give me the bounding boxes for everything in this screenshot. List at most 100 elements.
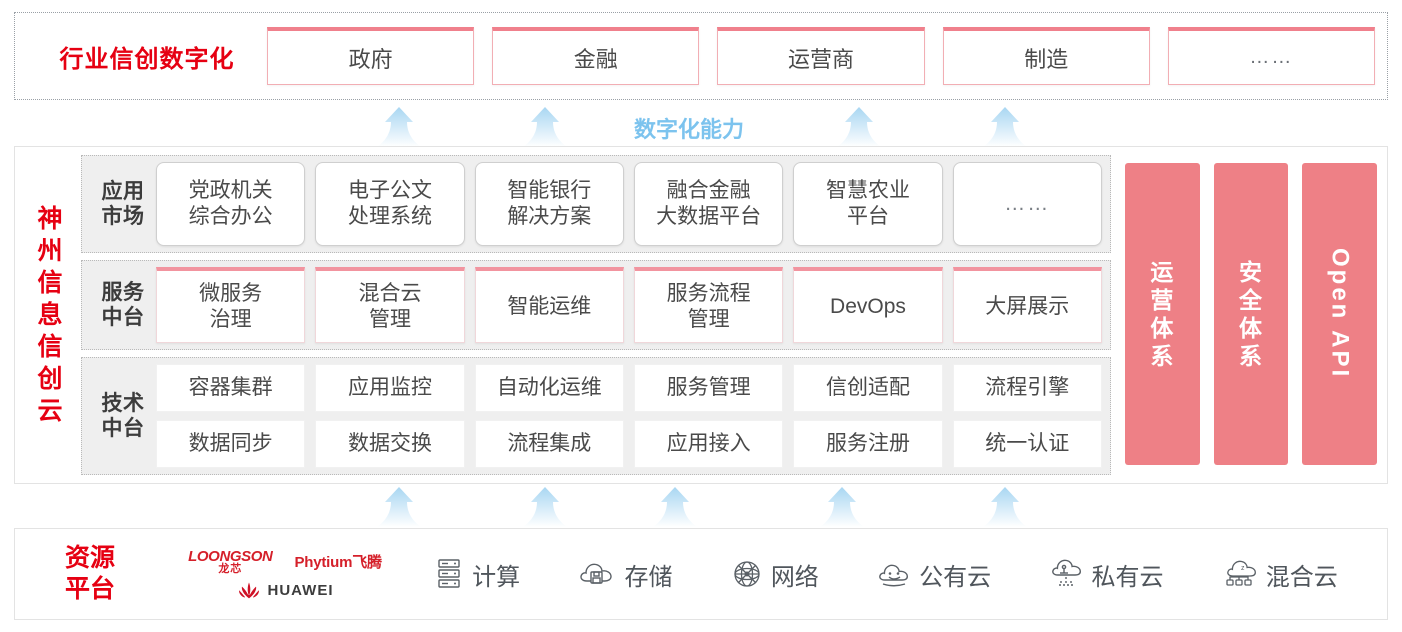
cloud-layer-list: 应用 市场 党政机关 综合办公 电子公文 处理系统 智能银行 — [81, 155, 1119, 475]
industry-box-manufacturing[interactable]: 制造 — [942, 27, 1150, 85]
pillar-char: 营 — [1150, 286, 1175, 313]
cell-line: 治理 — [209, 307, 252, 331]
industry-box-finance[interactable]: 金融 — [492, 27, 700, 85]
resource-item-storage[interactable]: 存储 — [578, 557, 672, 592]
cell-app-more[interactable]: …… — [952, 162, 1102, 246]
cell-line: 融合金融 — [666, 179, 751, 203]
cell-smart-agriculture[interactable]: 智慧农业 平台 — [793, 162, 943, 246]
resource-item-public-cloud[interactable]: 公有云 — [877, 557, 991, 592]
pillar-char: 体 — [1239, 315, 1263, 341]
cell-xinchuang-adaptation[interactable]: 信创适配 — [793, 364, 943, 412]
capability-label: 数字化能力 — [634, 117, 745, 142]
resource-item-private-cloud[interactable]: 私有云 — [1049, 557, 1163, 592]
cell-line: 平台 — [846, 205, 889, 228]
cell-automated-ops[interactable]: 自动化运维 — [474, 364, 624, 412]
server-icon — [434, 557, 464, 591]
huawei-logo: HUAWEI — [237, 582, 334, 600]
layer-label-app-market: 应用 市场 — [90, 179, 156, 229]
layer-label-service-platform: 服务 中台 — [90, 280, 156, 330]
pillar-operations-system[interactable]: 运 营 体 系 — [1125, 163, 1200, 465]
cloud-platform-panel: 神 州 信 息 信 创 云 应用 市场 党政机关 综合办公 — [14, 146, 1388, 484]
up-arrow-icon — [819, 486, 865, 528]
cell-devops[interactable]: DevOps — [793, 267, 943, 343]
cloud-title-char: 信 — [37, 333, 63, 361]
up-arrow-icon — [652, 486, 698, 528]
cell-service-mgmt[interactable]: 服务管理 — [633, 364, 784, 412]
pillar-open-api[interactable]: Open API — [1302, 163, 1378, 465]
industry-band: 行业信创数字化 政府 金融 运营商 制造 …… — [14, 12, 1388, 100]
vendor-logo-list: LOONGSON 龙芯 Phytium飞腾 — [165, 549, 405, 600]
resource-item-hybrid-cloud[interactable]: z 混合云 — [1222, 557, 1338, 592]
cell-govt-office[interactable]: 党政机关 综合办公 — [156, 162, 306, 246]
cell-line: 处理系统 — [347, 205, 432, 228]
pillar-char: 安 — [1239, 258, 1263, 285]
loongson-logo: LOONGSON 龙芯 — [188, 547, 273, 575]
cell-fintech-bigdata[interactable]: 融合金融 大数据平台 — [633, 162, 784, 246]
industry-box-more[interactable]: …… — [1167, 27, 1376, 85]
layer-service-platform: 服务 中台 微服务 治理 混合云 管理 智能运维 服务流程 — [81, 260, 1111, 350]
resource-item-list: 计算 存储 — [405, 557, 1387, 592]
resource-item-network[interactable]: 网络 — [731, 557, 819, 592]
cell-container-cluster[interactable]: 容器集群 — [156, 364, 306, 412]
loongson-logo-text: LOONGSON — [188, 547, 273, 565]
cell-smart-bank[interactable]: 智能银行 解决方案 — [474, 162, 624, 246]
up-arrow-icon — [376, 106, 422, 148]
private-cloud-icon — [1049, 559, 1083, 589]
layer-label-line: 技术 — [101, 391, 145, 415]
cell-service-registry[interactable]: 服务注册 — [793, 420, 943, 468]
up-arrow-icon — [522, 106, 568, 148]
pillar-security-system[interactable]: 安 全 体 系 — [1213, 163, 1289, 465]
cell-app-monitoring[interactable]: 应用监控 — [315, 364, 465, 412]
tech-platform-cells: 容器集群 应用监控 自动化运维 服务管理 信创适配 流程引擎 数据同步 数据交换… — [156, 364, 1102, 468]
up-arrow-icon — [522, 486, 568, 528]
cell-app-access[interactable]: 应用接入 — [633, 420, 784, 468]
vendor-logo-row-2: HUAWEI — [237, 582, 334, 600]
pillar-char: 系 — [1239, 343, 1263, 370]
up-arrow-icon — [982, 486, 1028, 528]
cell-service-process-mgmt[interactable]: 服务流程 管理 — [633, 267, 784, 343]
loongson-logo-subtext: 龙芯 — [218, 562, 243, 575]
cell-line: 大数据平台 — [656, 205, 762, 228]
cell-microservice-governance[interactable]: 微服务 治理 — [156, 267, 306, 343]
cell-data-sync[interactable]: 数据同步 — [156, 420, 306, 468]
cell-process-engine[interactable]: 流程引擎 — [952, 364, 1102, 412]
cell-process-integration[interactable]: 流程集成 — [474, 420, 624, 468]
cell-aiops[interactable]: 智能运维 — [474, 267, 624, 343]
layer-label-line: 中台 — [101, 417, 145, 440]
industry-box-government[interactable]: 政府 — [267, 27, 475, 85]
up-arrow-icon — [376, 486, 422, 528]
cell-line: 微服务 — [199, 281, 263, 305]
cell-unified-auth[interactable]: 统一认证 — [952, 420, 1102, 468]
cloud-storage-icon — [578, 559, 616, 589]
resource-item-label: 私有云 — [1091, 563, 1164, 591]
capability-arrow-strip-bottom — [14, 484, 1388, 528]
layer-label-line: 中台 — [101, 306, 145, 329]
cloud-title-char: 州 — [37, 237, 63, 265]
resource-item-compute[interactable]: 计算 — [434, 557, 520, 592]
cell-data-exchange[interactable]: 数据交换 — [315, 420, 465, 468]
tech-platform-row-2: 数据同步 数据交换 流程集成 应用接入 服务注册 统一认证 — [156, 420, 1102, 468]
industry-band-title: 行业信创数字化 — [59, 45, 235, 73]
layer-label-line: 应用 — [101, 179, 145, 203]
pillar-char: 系 — [1150, 343, 1175, 370]
industry-box-list: 政府 金融 运营商 制造 …… — [267, 27, 1376, 85]
cell-bigscreen-display[interactable]: 大屏展示 — [952, 267, 1102, 343]
industry-box-telecom[interactable]: 运营商 — [717, 27, 925, 85]
pillar-char: 体 — [1150, 315, 1175, 341]
cell-edoc-system[interactable]: 电子公文 处理系统 — [315, 162, 465, 246]
cell-line: 管理 — [368, 307, 411, 331]
service-platform-cells: 微服务 治理 混合云 管理 智能运维 服务流程 管理 DevOps 大屏展示 — [156, 267, 1102, 343]
layer-app-market: 应用 市场 党政机关 综合办公 电子公文 处理系统 智能银行 — [81, 155, 1111, 253]
cloud-pillar-list: 运 营 体 系 安 全 体 系 Open API — [1119, 155, 1378, 475]
cloud-title-char: 创 — [37, 365, 63, 393]
cell-line: 服务流程 — [666, 281, 751, 305]
cell-line: 党政机关 — [188, 179, 273, 203]
cell-hybrid-cloud-mgmt[interactable]: 混合云 管理 — [315, 267, 465, 343]
layer-label-line: 市场 — [101, 205, 145, 228]
cell-line: 智慧农业 — [825, 179, 910, 203]
resource-item-label: 网络 — [770, 563, 819, 591]
huawei-flower-icon — [237, 582, 261, 600]
resource-item-label: 公有云 — [919, 563, 992, 591]
layer-label-line: 服务 — [101, 280, 145, 304]
